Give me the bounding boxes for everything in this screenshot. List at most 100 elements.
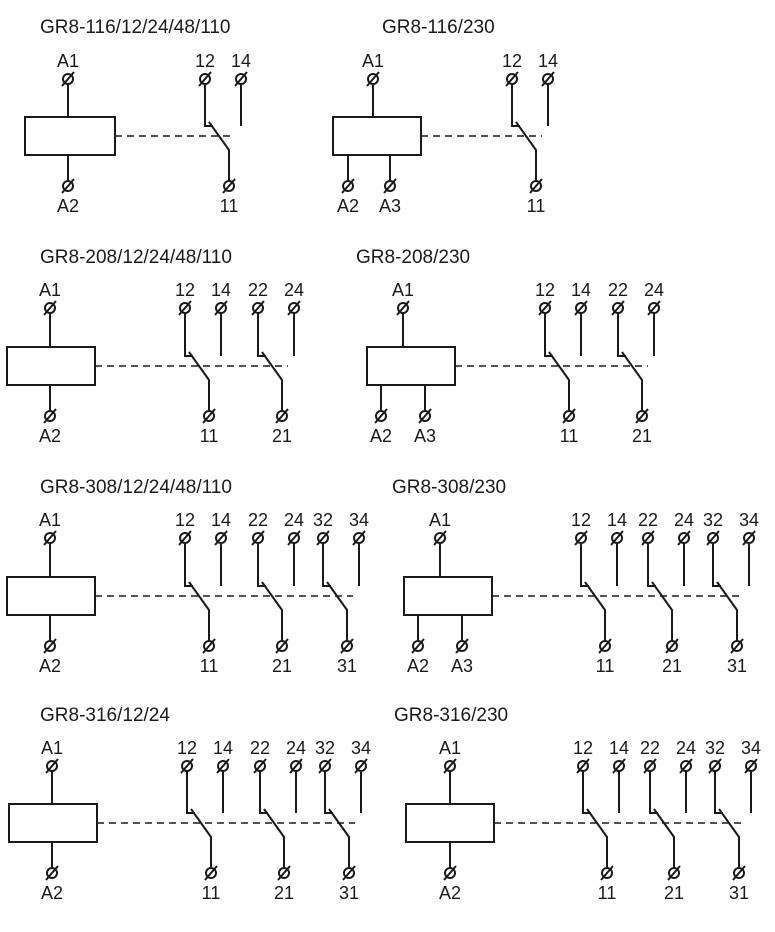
coil-terminal-a1 [43, 300, 57, 316]
contact-label-no: 24 [284, 280, 304, 300]
contact-label-com: 31 [727, 656, 747, 676]
coil-terminal-a1 [443, 758, 457, 774]
contact-label-nc: 12 [195, 51, 215, 71]
contact-terminal-nc [251, 530, 265, 546]
diagram-title: GR8-308/230 [392, 477, 506, 498]
contact-terminal-no [744, 758, 758, 774]
contact-terminal-com [275, 408, 289, 424]
contact-label-com: 11 [527, 196, 546, 216]
contact-terminal-com [277, 865, 291, 881]
contact-label-nc: 12 [573, 738, 593, 758]
contact-terminal-nc [318, 758, 332, 774]
diagram-title: GR8-208/230 [356, 247, 470, 268]
contact-terminal-com [204, 865, 218, 881]
contact-label-com: 11 [598, 883, 617, 903]
coil-terminal-a2 [43, 638, 57, 654]
changeover-contact: 12 14 11 [175, 510, 231, 676]
contact-label-nc: 22 [250, 738, 270, 758]
contact-terminal-com [730, 638, 744, 654]
contact-terminal-no [647, 300, 661, 316]
coil-terminal-a2 [43, 408, 57, 424]
coil-terminal-a2 [374, 408, 388, 424]
coil [366, 346, 456, 386]
contact-terminal-nc [316, 530, 330, 546]
contact-terminal-nc [643, 758, 657, 774]
contact-label-nc: 32 [705, 738, 725, 758]
contact-label-nc: 22 [248, 510, 268, 530]
contact-label-com: 11 [596, 656, 615, 676]
diagram-title: GR8-308/12/24/48/110 [40, 477, 232, 498]
coil-terminal-a2 [61, 178, 75, 194]
terminal-label-a2: A2 [39, 656, 61, 676]
contact-terminal-no [612, 758, 626, 774]
contact-terminal-nc [574, 530, 588, 546]
contact-label-no: 14 [607, 510, 627, 530]
contact-terminal-nc [708, 758, 722, 774]
coil-terminal-a2 [341, 178, 355, 194]
contact-terminal-nc [576, 758, 590, 774]
contact-terminal-nc [178, 300, 192, 316]
coil [8, 803, 98, 843]
contact-terminal-no [214, 300, 228, 316]
contact-label-com: 21 [274, 883, 294, 903]
contact-terminal-nc [611, 300, 625, 316]
contact-terminal-com [342, 865, 356, 881]
terminal-label-a2: A2 [407, 656, 429, 676]
diagram-title: GR8-208/12/24/48/110 [40, 247, 232, 268]
contact-terminal-com [665, 638, 679, 654]
coil-terminal-a2 [411, 638, 425, 654]
contact-label-nc: 32 [703, 510, 723, 530]
contact-label-no: 24 [644, 280, 664, 300]
contact-terminal-com [635, 408, 649, 424]
terminal-label-a2: A2 [39, 426, 61, 446]
contact-label-com: 11 [200, 656, 219, 676]
terminal-label-a3: A3 [414, 426, 436, 446]
contact-label-nc: 12 [175, 510, 195, 530]
terminal-label-a2: A2 [370, 426, 392, 446]
coil [24, 116, 116, 156]
coil-terminal-a1 [396, 300, 410, 316]
contact-label-nc: 22 [248, 280, 268, 300]
contact-label-nc: 12 [535, 280, 555, 300]
contact-label-com: 11 [220, 196, 239, 216]
terminal-label-a2: A2 [41, 883, 63, 903]
coil-terminal-a3 [418, 408, 432, 424]
coil [332, 116, 422, 156]
terminal-label-a2: A2 [337, 196, 359, 216]
contact-terminal-nc [505, 71, 519, 87]
contact-label-nc: 32 [313, 510, 333, 530]
coil [6, 346, 96, 386]
coil-terminal-a2 [443, 865, 457, 881]
contact-label-no: 14 [211, 510, 231, 530]
contact-label-no: 24 [674, 510, 694, 530]
coil [6, 576, 96, 616]
contact-terminal-no [677, 530, 691, 546]
contact-terminal-no [541, 71, 555, 87]
contact-label-no: 14 [213, 738, 233, 758]
contact-terminal-com [562, 408, 576, 424]
contact-label-com: 11 [560, 426, 579, 446]
contact-terminal-com [222, 178, 236, 194]
contact-terminal-no [742, 530, 756, 546]
contact-terminal-com [340, 638, 354, 654]
coil-terminal-a1 [45, 758, 59, 774]
contact-terminal-no [214, 530, 228, 546]
contact-label-nc: 22 [608, 280, 628, 300]
terminal-label-a2: A2 [439, 883, 461, 903]
contact-terminal-nc [253, 758, 267, 774]
contact-label-no: 14 [231, 51, 251, 71]
